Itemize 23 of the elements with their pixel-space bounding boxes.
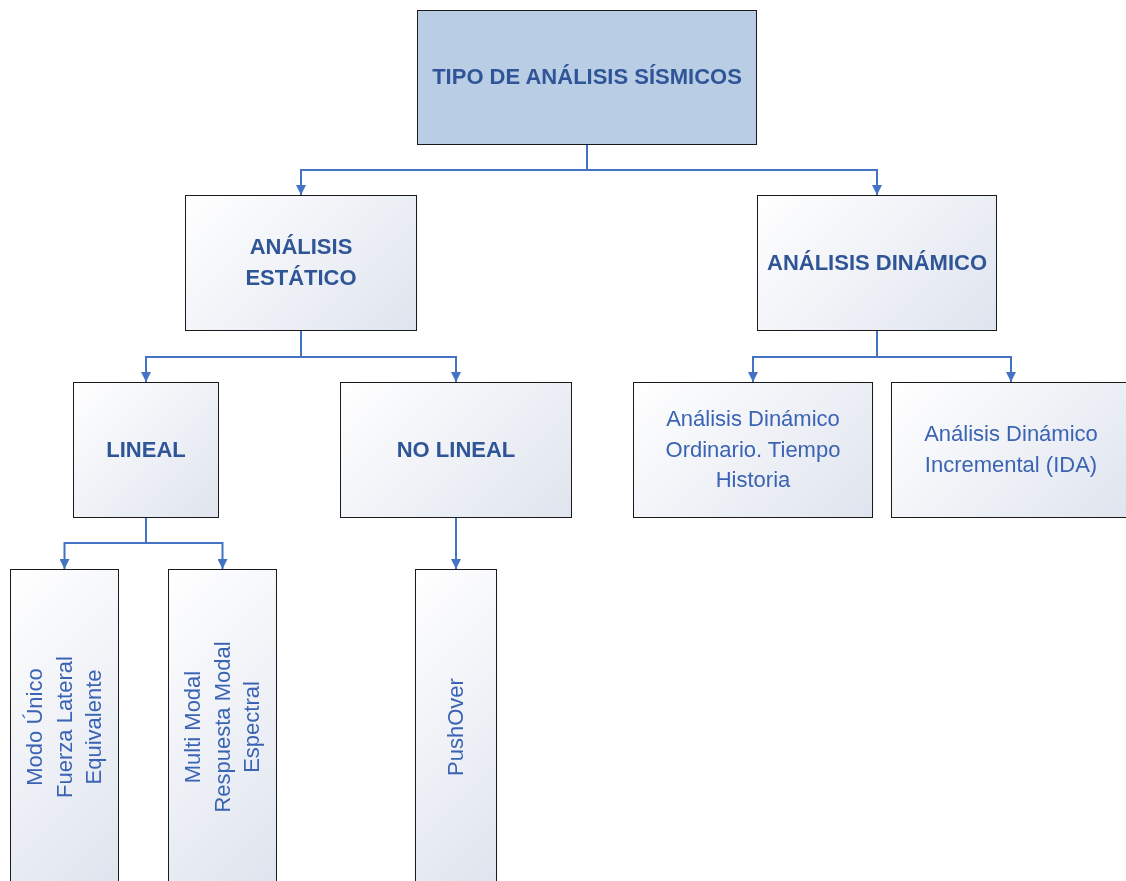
- process-box: [10, 569, 119, 881]
- process-box: [415, 569, 497, 881]
- node-label: Modo Único Fuerza Lateral Equivalente: [20, 655, 108, 800]
- node-label: PushOver: [442, 677, 470, 778]
- node-label: Análisis Dinámico Incremental (IDA): [923, 420, 1099, 479]
- process-box: [340, 382, 572, 518]
- node-label: Análisis Dinámico Ordinario. Tiempo Historia: [664, 404, 842, 495]
- process-box: [73, 382, 219, 518]
- node-label: Multi Modal Respuesta Modal Espectral: [178, 640, 266, 815]
- arrow: [451, 517, 461, 570]
- process-box: [757, 195, 997, 331]
- node-title: LINEAL: [105, 435, 187, 464]
- process-box: [168, 569, 277, 881]
- process-box: [185, 195, 417, 331]
- arrow: [145, 517, 228, 570]
- process-box: [633, 382, 873, 518]
- node-title: ANÁLISIS DINÁMICO: [766, 248, 988, 277]
- node-title: NO LINEAL: [395, 435, 517, 464]
- node-title: ANÁLISIS ESTÁTICO: [244, 233, 358, 292]
- arrow: [586, 144, 882, 196]
- node-title: TIPO DE ANÁLISIS SÍSMICOS: [431, 63, 743, 92]
- process-box: [891, 382, 1126, 518]
- title-box: [417, 10, 757, 145]
